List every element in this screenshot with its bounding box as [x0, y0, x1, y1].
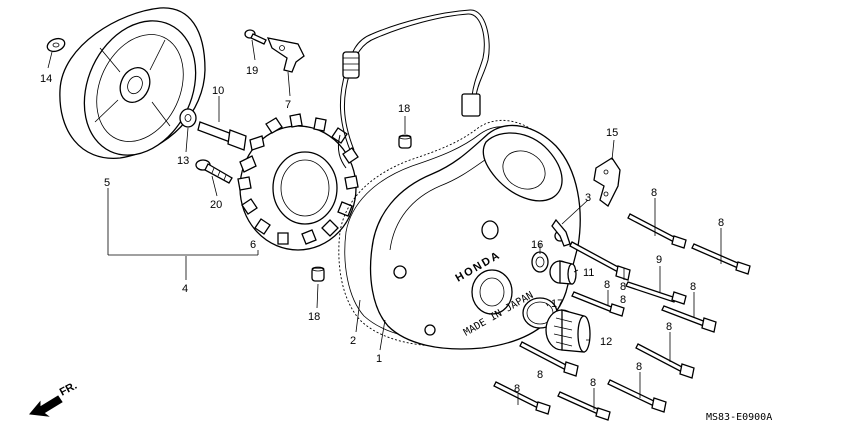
label-part-1: 1 [376, 353, 382, 365]
bolt-part-8-g [519, 341, 579, 377]
left-crankcase-cover-part-1: HONDA MADE IN JAPAN [369, 124, 581, 350]
label-part-20: 20 [210, 199, 222, 211]
front-arrow-icon [29, 395, 63, 417]
label-part-7: 7 [285, 99, 291, 111]
label-part-2: 2 [350, 335, 356, 347]
label-part-8-f: 8 [620, 294, 626, 306]
leader-lines [47, 39, 722, 410]
clip-part-3 [551, 218, 571, 247]
bolt-part-8-b [691, 243, 751, 275]
label-part-8-c: 8 [620, 281, 626, 293]
bracket-part-15 [593, 157, 621, 207]
direction-label: FR. [58, 380, 79, 399]
bolt-part-8-i [493, 381, 551, 415]
bolt-part-8-j [557, 391, 611, 421]
label-part-8-a: 8 [651, 187, 657, 199]
label-part-11: 11 [583, 267, 594, 279]
bolt-part-8-f [635, 343, 695, 379]
label-part-10: 10 [212, 85, 224, 97]
label-part-18-upper: 18 [398, 103, 410, 115]
label-part-6: 6 [250, 239, 256, 251]
bolt-part-8-e [571, 291, 625, 317]
plug-part-12 [545, 309, 591, 353]
bolt-part-8-h [607, 379, 667, 413]
bolt-part-8-a [627, 213, 687, 249]
cap-part-11 [549, 260, 577, 285]
label-part-8-e: 8 [604, 279, 610, 291]
label-part-8-i: 8 [537, 369, 543, 381]
label-part-8-d: 8 [690, 281, 696, 293]
front-direction-indicator: FR. [29, 380, 79, 417]
dowel-pin-part-18-lower [311, 266, 325, 282]
label-part-17: 17 [551, 298, 563, 310]
washer-part-13 [179, 108, 197, 128]
diagram-code: MS83-E0900A [706, 412, 772, 423]
label-part-4: 4 [182, 283, 188, 295]
stator-part-6 [237, 113, 359, 251]
wire-harness [337, 9, 490, 169]
label-part-8-g: 8 [666, 321, 672, 333]
label-part-15: 15 [606, 127, 618, 139]
label-part-16: 16 [531, 239, 543, 251]
label-part-8-j: 8 [590, 377, 596, 389]
bolt-part-20 [195, 159, 233, 184]
bracket-part-7 [266, 37, 305, 73]
bolt-part-8-d [661, 305, 717, 333]
label-part-8-k: 8 [514, 383, 520, 395]
label-part-8-h: 8 [636, 361, 642, 373]
flywheel-part-5 [59, 7, 206, 159]
label-part-19: 19 [246, 65, 258, 77]
o-ring-part-16 [531, 251, 549, 273]
washer-part-14 [46, 37, 66, 53]
label-part-18-lower: 18 [308, 311, 320, 323]
label-part-3: 3 [585, 192, 591, 204]
bolt-part-8-c [625, 281, 687, 305]
label-part-14: 14 [40, 73, 52, 85]
label-part-9: 9 [656, 254, 662, 266]
part-number-labels: 14 5 4 6 10 13 20 19 7 18 18 2 1 15 3 16… [40, 65, 724, 395]
bolt-part-10 [197, 121, 247, 151]
label-part-8-b: 8 [718, 217, 724, 229]
bolt-part-19 [244, 29, 267, 45]
label-part-12: 12 [600, 336, 612, 348]
bolts-group [493, 213, 751, 421]
label-part-5: 5 [104, 177, 110, 189]
label-part-13: 13 [177, 155, 189, 167]
dowel-pin-part-18-upper [398, 134, 412, 149]
bolt-part-9 [569, 241, 631, 281]
